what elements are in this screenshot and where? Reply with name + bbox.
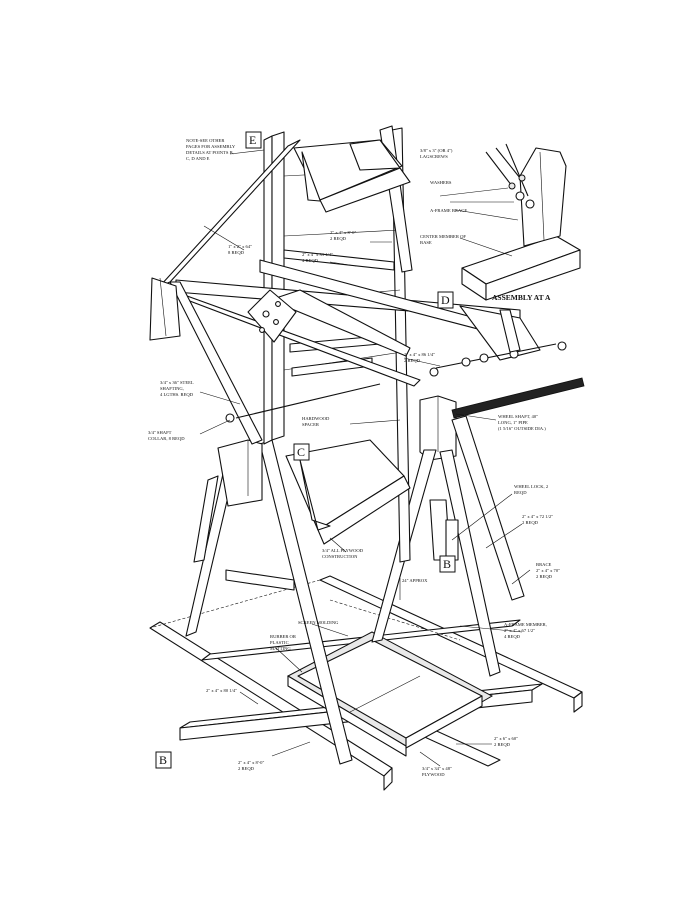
brace-label-3: 2 REQD [536,574,553,579]
brace-label-2: 2" x 4" x 70" [536,568,560,573]
wheel-shaft-label-3: (1 5/16" OUTSIDE DIA.) [498,426,546,431]
rung-label-2: 4 REQD [302,258,319,263]
note-line-3: DETAILS AT POINTS B, [186,150,234,156]
approx-label: 24" APPROX [402,578,428,583]
callout-d: D [437,291,454,309]
brace-lumber-label-1: 1" x 2" x 64" [228,244,252,249]
washers-label: WASHERS [430,180,452,185]
note-line-1: NOTE-SEE OTHER [186,138,225,143]
note-line-4: C, D AND E [186,156,210,162]
wheel-lock-label-2: REQD [514,490,527,495]
shaft-steel-label-2: SHAFTING, [160,386,184,392]
seat-left [149,277,181,341]
axle-label-2: 2 REQD [404,358,421,363]
assembly-title: ASSEMBLY AT A [492,293,551,302]
callout-b-left-letter: B [159,753,167,767]
shaft-collar-label-1: 3/4" SHAFT [148,430,172,435]
brace-label-1: BRACE [536,562,552,567]
center-member-label-2: BASE [420,240,432,245]
shaft-collar-label-2: COLLAR, 8 REQD [148,436,185,442]
base-right-label-1: 2" x 6" x 60" [494,736,518,741]
upright-label-1: 2" x 4" x 8'-0" [330,230,356,235]
callout-e-letter: E [249,133,256,147]
aframe-member-label-1: A-FRAME MEMBER, [504,622,547,628]
wheel-lock-label-1: WHEEL LOCK, 2 [514,484,549,490]
hub-plate [247,289,297,343]
callout-c-letter: C [297,445,305,459]
shaft-steel-label-3: 4 LGTHS. REQD [160,392,194,397]
hardwood-spacer-label-2: SPACER [302,422,320,427]
seat-top [293,139,411,213]
assembly-a-inset [461,143,581,301]
aframe-left [185,439,353,765]
callout-b-left: B [155,751,172,769]
brace-lumber-label-2: 8 REQD [228,250,245,255]
frame-leg-label-1: 2" x 4" x 72 1/2" [522,514,553,519]
labels: NOTE-SEE OTHER PAGES FOR ASSEMBLY DETAIL… [148,138,560,777]
wheel-shaft-label-2: LONG, 1" PIPE [498,420,528,426]
center-member-label-1: CENTER MEMBER OF [420,234,466,239]
lagscrews-label-1: 3/8" x 3" (OR 4") [420,148,453,153]
plywood-label-1: 3/4" x 34" x 48" [422,766,452,771]
seat-right [459,305,541,361]
rubber-label-1: RUBBER OR [270,634,297,639]
frame-leg-label-2: 2 REQD [522,520,539,525]
base-right-label-2: 2 REQD [494,742,511,747]
aframe-brace-label: A-FRAME BRACE [430,208,467,213]
wheel-shaft-pipe [451,377,585,419]
base-short-label: 2" x 4" x 80 1/4" [206,688,237,693]
upright-label-2: 2 REQD [330,236,347,241]
platform [286,631,494,757]
base-long-label-1: 2" x 4" x 8'-0" [238,760,264,765]
axle-label-1: 2" x 4" x 86 1/4" [404,352,435,357]
wheel-shaft-label-1: WHEEL SHAFT, 40" [498,414,538,420]
plywood-construction-label-2: CONSTRUCTION [322,554,358,559]
screen-molding-label: SCREEN MOLDING [298,620,339,625]
aframe-member-label-2: 2" x 4" x 67 1/2" [504,628,535,633]
plywood-label-2: PLYWOOD [422,772,445,777]
rubber-label-3: MATTING [270,646,291,651]
hardwood-spacer-label-1: HARDWOOD [302,416,330,421]
aframe-member-label-3: 4 REQD [504,634,521,639]
callout-d-letter: D [441,293,450,307]
callout-e: E [245,131,262,149]
rung-label-1: 2" x 4" x 31 1/4" [302,252,333,257]
base-long-label-2: 2 REQD [238,766,255,771]
seat-bottom [285,439,411,545]
note-line-2: PAGES FOR ASSEMBLY [186,144,236,149]
callout-b-right-letter: B [443,557,451,571]
rubber-label-2: PLASTIC [270,640,289,645]
plywood-construction-label-1: 3/4" ALL PLYWOOD [322,548,364,553]
shaft-steel-label-1: 3/4" x 36" STEEL [160,380,194,385]
leader-lines [199,149,531,767]
callout-b-right: B [439,555,456,573]
lagscrews-label-2: LAGSCREWS [420,154,448,159]
steel-shafts [225,309,567,423]
callout-c: C [293,443,310,461]
